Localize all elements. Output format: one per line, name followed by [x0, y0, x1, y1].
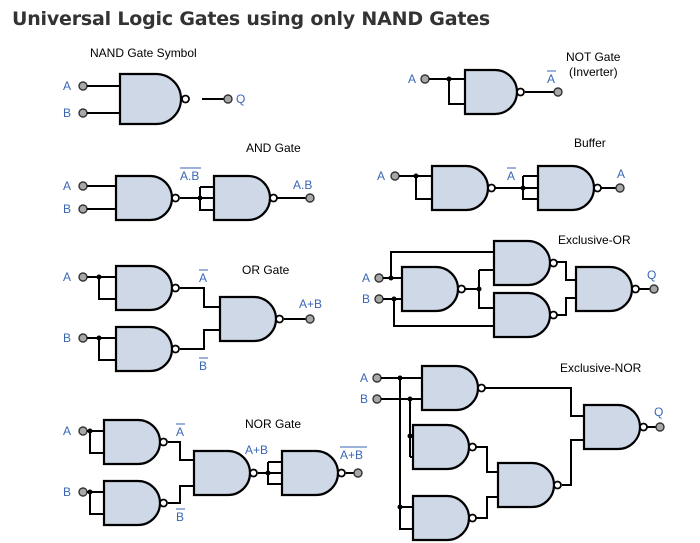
xnor-caption: Exclusive-NOR [560, 361, 642, 375]
input-a-terminal [420, 74, 430, 84]
input-b-label: B [360, 392, 368, 406]
nand-gate-1 [420, 364, 487, 412]
nor-gate-caption: NOR Gate [245, 417, 301, 431]
nand-gate-2 [102, 479, 169, 527]
xnor-section: Exclusive-NOR A B Q [360, 361, 665, 542]
buffer-section: Buffer A A A [377, 136, 625, 212]
mid-not-b-label: B [176, 510, 184, 524]
nand-gate-3 [411, 494, 478, 542]
input-b-terminal [78, 108, 88, 118]
nand-gate-5 [582, 403, 649, 451]
output-nor-label: A+B [340, 448, 363, 462]
nand-gate [463, 68, 519, 116]
nand-gate-1 [114, 174, 181, 222]
not-gate-section: NOT Gate (Inverter) A A [408, 50, 621, 116]
nand-gate-1 [430, 164, 497, 212]
nand-gate-2 [492, 239, 559, 287]
buffer-caption: Buffer [574, 136, 606, 150]
output-a-label: A [617, 167, 625, 181]
input-a-terminal [78, 81, 88, 91]
nand-gate [118, 72, 191, 126]
nand-gate-4 [574, 265, 641, 313]
input-a-terminal [78, 426, 88, 436]
output-or-label: A+B [299, 297, 322, 311]
page-title: Universal Logic Gates using only NAND Ga… [12, 8, 490, 30]
output-terminal [655, 422, 665, 432]
output-terminal [649, 284, 659, 294]
nand-gate-1 [114, 264, 181, 312]
input-a-label: A [63, 270, 71, 284]
xor-caption: Exclusive-OR [558, 233, 631, 247]
output-terminal [305, 193, 315, 203]
or-gate-section: OR Gate A B A B A+B [63, 263, 322, 373]
input-b-terminal [372, 394, 382, 404]
mid-nand-label: A.B [180, 169, 199, 183]
mid-not-b-label: B [199, 359, 207, 373]
input-a-label: A [408, 72, 416, 86]
input-b-label: B [63, 202, 71, 216]
output-q-terminal [223, 94, 233, 104]
output-terminal [353, 468, 363, 478]
input-b-terminal [78, 204, 88, 214]
nand-gate-2 [212, 174, 279, 222]
and-gate-section: AND Gate A B A.B A.B [63, 141, 315, 222]
input-a-label: A [360, 371, 368, 385]
nand-symbol-section: NAND Gate Symbol A B Q [63, 46, 245, 126]
output-q-label: Q [654, 405, 663, 419]
not-gate-caption: NOT Gate [566, 50, 621, 64]
nand-gate-2 [411, 423, 478, 471]
input-b-label: B [63, 106, 71, 120]
input-b-label: B [362, 292, 370, 306]
mid-not-a-label: A [199, 271, 207, 285]
input-b-terminal [374, 294, 384, 304]
input-a-label: A [63, 424, 71, 438]
input-b-label: B [63, 331, 71, 345]
input-a-terminal [390, 171, 400, 181]
input-a-terminal [78, 181, 88, 191]
output-terminal [615, 183, 625, 193]
input-a-label: A [362, 271, 370, 285]
nand-gate-1 [400, 265, 467, 313]
output-not-a-label: A [547, 72, 555, 86]
mid-not-a-label: A [176, 425, 184, 439]
and-gate-caption: AND Gate [246, 141, 301, 155]
input-a-terminal [372, 373, 382, 383]
input-a-label: A [377, 169, 385, 183]
nand-gate-1 [102, 418, 169, 466]
nand-symbol-caption: NAND Gate Symbol [90, 46, 197, 60]
output-terminal [305, 314, 315, 324]
input-a-label: A [63, 179, 71, 193]
input-a-terminal [78, 272, 88, 282]
nand-gate-3 [192, 449, 259, 497]
nand-gate-3 [492, 291, 559, 339]
nand-gate-2 [536, 164, 603, 212]
output-terminal [553, 87, 563, 97]
output-q-label: Q [647, 268, 656, 282]
nand-gate-4 [496, 461, 563, 509]
not-gate-subcaption: (Inverter) [569, 65, 618, 79]
mid-or-label: A+B [245, 443, 268, 457]
output-q-label: Q [236, 92, 245, 106]
xor-section: Exclusive-OR A B Q [362, 233, 659, 339]
mid-not-a-label: A [507, 169, 515, 183]
input-b-terminal [78, 487, 88, 497]
output-and-label: A.B [293, 178, 312, 192]
input-b-terminal [78, 333, 88, 343]
input-b-label: B [63, 485, 71, 499]
nor-gate-section: NOR Gate A B A B A+B A+B [63, 417, 367, 527]
input-a-terminal [374, 273, 384, 283]
or-gate-caption: OR Gate [242, 263, 290, 277]
nand-gate-4 [280, 449, 347, 497]
input-a-label: A [63, 79, 71, 93]
nand-gate-3 [218, 295, 285, 343]
nand-gate-2 [114, 325, 181, 373]
